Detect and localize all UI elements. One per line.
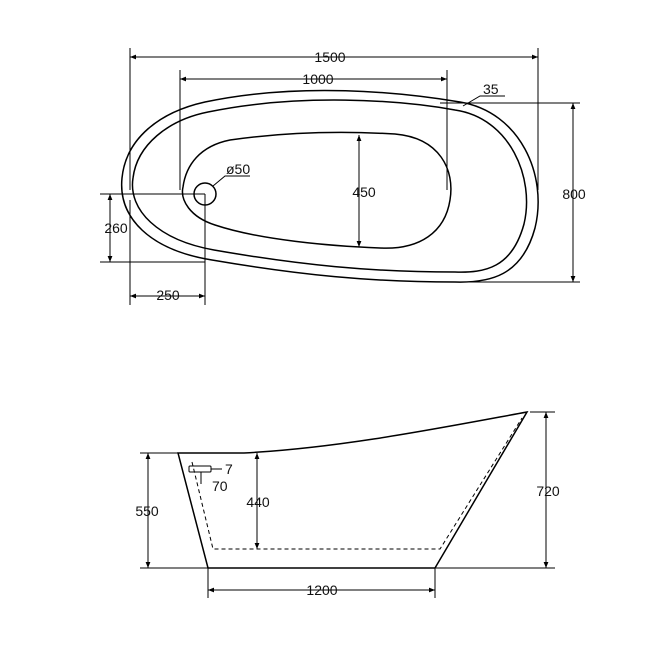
- label-overall-length: 1500: [314, 49, 345, 65]
- tub-basin-outline: [181, 131, 452, 249]
- label-drain-diameter: ø50: [226, 161, 250, 177]
- overflow-outlet: [188, 465, 212, 473]
- label-overall-width: 800: [562, 186, 586, 202]
- tub-rim-inner-outline: [131, 99, 528, 273]
- label-overflow-height: 7: [225, 461, 233, 477]
- label-inner-depth: 440: [246, 494, 270, 510]
- label-base-length: 1200: [306, 582, 337, 598]
- label-inner-length: 1000: [302, 71, 333, 87]
- label-drain-offset-end: 250: [156, 287, 180, 303]
- label-drain-offset-side: 260: [104, 220, 128, 236]
- tub-side-outline: [177, 410, 529, 569]
- side-view: 550 440 720 1200 7 70: [135, 410, 560, 598]
- top-view: 1500 1000 35 800 450 ø50 260 250: [100, 48, 586, 305]
- label-back-height: 720: [536, 483, 560, 499]
- tub-inner-dashed-outline: [191, 417, 523, 550]
- label-inner-width: 450: [352, 184, 376, 200]
- label-end-height: 550: [135, 503, 159, 519]
- label-overflow-width: 70: [212, 478, 228, 494]
- leader-drain-50: [212, 175, 250, 187]
- label-rim-width: 35: [483, 81, 499, 97]
- leader-rim-35: [462, 95, 505, 107]
